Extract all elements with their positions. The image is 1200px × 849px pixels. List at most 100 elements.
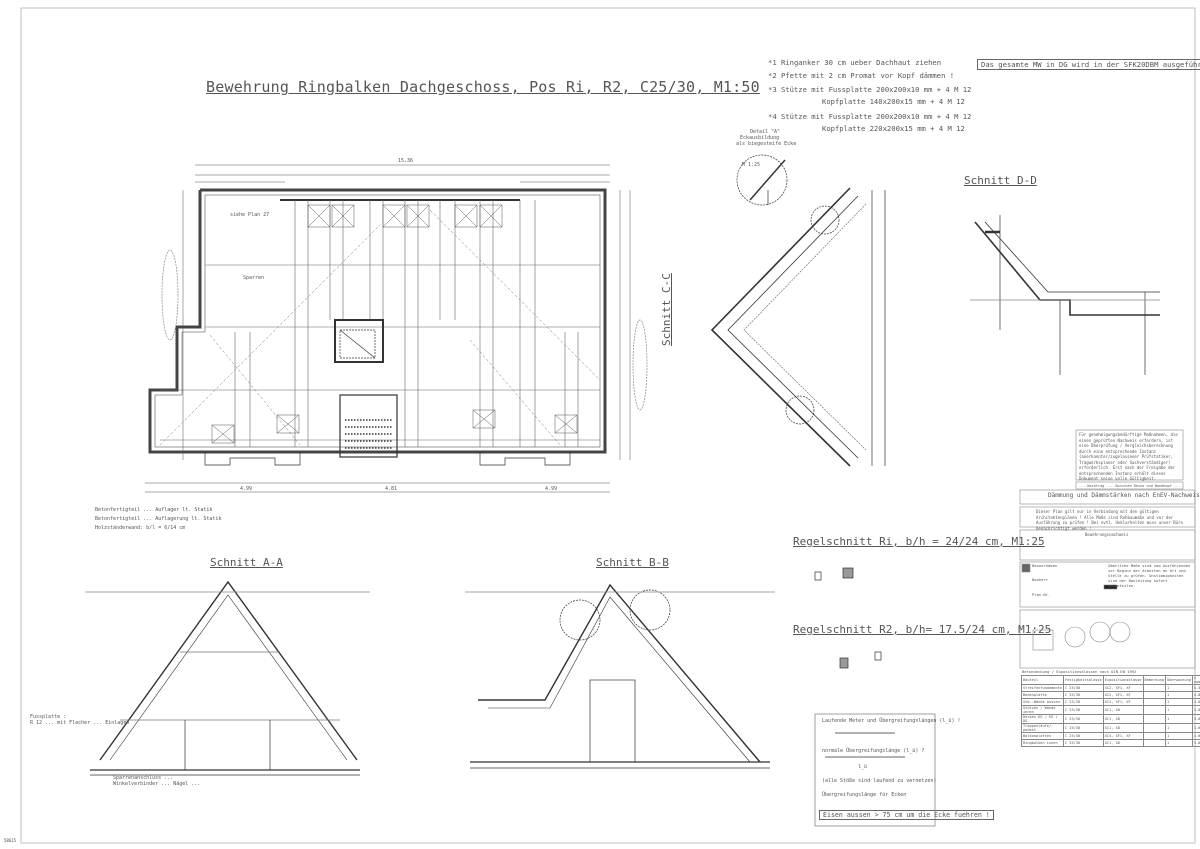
- table-cell: Stb.-Wände aussen: [1021, 698, 1064, 706]
- table-cell: 1: [1165, 691, 1193, 699]
- validity-note: Dieser Plan gilt nur in Verbindung mit d…: [1036, 509, 1183, 531]
- table-cell: Stützen / Wände innen: [1021, 705, 1064, 715]
- table-cell: Ringbalken innen: [1021, 739, 1064, 747]
- detail-a-scale: M 1:25: [742, 162, 761, 168]
- table-header-cell: Expositionsklasse: [1102, 675, 1144, 685]
- small-note: ... Nachtrag ... Zwischen Decke und Wand…: [1079, 484, 1181, 488]
- table-cell: [1142, 723, 1167, 733]
- table-cell: C 25/30: [1062, 705, 1104, 715]
- legend-item-2: Betonfertigteil ... Auflagerung lt. Stat…: [95, 516, 222, 522]
- dim-mid: 4.81: [385, 486, 398, 492]
- overall-dim: 15.36: [398, 158, 414, 164]
- section-bb-title: Schnitt B-B: [596, 556, 669, 569]
- title-block: [1019, 429, 1196, 669]
- table-cell: Balkonplatten: [1021, 732, 1064, 740]
- note-3b: Kopfplatte 140x200x15 mm + 4 M 12: [822, 97, 965, 106]
- regel-r2-title: Regelschnitt R2, b/h= 17.5/24 cm, M1:25: [793, 623, 1052, 636]
- table-cell: 3.0: [1191, 705, 1200, 715]
- note-4b: Kopfplatte 220x200x15 mm + 4 M 12: [822, 124, 965, 133]
- table-cell: 4.0: [1191, 732, 1200, 740]
- siehe-plan-label: siehe Plan 27: [230, 212, 270, 218]
- lap-line3: (alle Stöße sind laufend zu vernetzen): [822, 778, 937, 784]
- fussplatte-label: Fussplatte :: [30, 714, 67, 720]
- table-header-cell: Festigkeitsklasse: [1062, 675, 1104, 685]
- plan-no-label: Plan-Nr.: [1032, 592, 1051, 597]
- drawing-title: Bewehrung Ringbalken Dachgeschoss, Pos R…: [206, 78, 760, 96]
- table-cell: 3.0: [1191, 723, 1200, 733]
- regel-ri-title: Regelschnitt Ri, b/h = 24/24 cm, M1:25: [793, 535, 1045, 548]
- section-bb: [465, 583, 775, 769]
- table-header-cell: Überwachung: [1165, 675, 1193, 685]
- table-cell: 3.0: [1191, 714, 1200, 724]
- table-cell: Decken KG / EG / DG: [1021, 714, 1064, 724]
- table-cell: [1142, 684, 1167, 692]
- lap-line2: normale Übergreifungslänge (l_ü) ?: [822, 748, 925, 754]
- table-header-cell: Bauteil: [1021, 675, 1064, 685]
- lap-dim: l_ü: [858, 764, 868, 770]
- dim-right: 4.99: [545, 486, 558, 492]
- approval-text: Für genehmigungsbedürftige Maßnahmen, di…: [1079, 432, 1178, 481]
- regel-sections: [814, 567, 882, 669]
- checks-text: Sämtliche Maße sind vom Ausführenden vor…: [1108, 563, 1191, 588]
- legend-item-1: Betonfertigteil ... Auflager lt. Statik: [95, 507, 213, 513]
- table-cell: XC1, XD: [1102, 705, 1144, 715]
- table-cell: XC2, XF1, XF: [1102, 684, 1144, 692]
- reinforcement-note: Bewehrungsnachweis: [1085, 532, 1129, 537]
- detail-a-title: Detail "A": [749, 129, 781, 135]
- table-cell: C 25/30: [1062, 732, 1104, 740]
- client-label: Bauherr: [1032, 577, 1049, 582]
- detail-a-line2: Eckausbildung: [740, 135, 780, 141]
- note-1: *1 Ringanker 30 cm ueber Dachhaut ziehen: [768, 58, 942, 67]
- mw-note: Das gesamte MW in DG wird in der SFK20DB…: [977, 59, 1200, 70]
- table-cell: [1142, 705, 1167, 715]
- section-aa-title: Schnitt A-A: [210, 556, 283, 569]
- table-cell: [1142, 714, 1167, 724]
- table-header-cell: c nom: [1191, 675, 1200, 685]
- staircase: [339, 394, 398, 458]
- table-cell: [1142, 732, 1167, 740]
- sparren-anschluss-label2: Winkelverbinder ... Nägel ...: [113, 781, 201, 787]
- table-cell: XC1, XD: [1102, 739, 1144, 747]
- lap-line4: Übergreifungslänge für Ecken: [822, 792, 907, 798]
- section-cc: [710, 154, 886, 467]
- table-cell: XC1, XD: [1102, 714, 1144, 724]
- table-cell: 1: [1165, 705, 1193, 715]
- project-label: Bauvorhaben: [1032, 563, 1058, 568]
- table-cell: Treppenläufe/-podest: [1021, 723, 1064, 733]
- sheet-frame: [20, 7, 1196, 844]
- table-header-cell: Bemerkung: [1142, 675, 1167, 685]
- note-3: *3 Stütze mit Fussplatte 200x200x10 mm +…: [768, 85, 972, 94]
- table-cell: XC4, XF1, XF: [1102, 732, 1144, 740]
- table-cell: 1: [1165, 698, 1193, 706]
- table-cell: XC1, XD: [1102, 723, 1144, 733]
- table-cell: 3.0: [1191, 739, 1200, 747]
- section-dd: [970, 215, 1160, 375]
- dim-left: 4.99: [240, 486, 253, 492]
- stair-core: [334, 319, 384, 363]
- legend-item-3: Holzständerwand: b/l = 6/14 cm: [95, 525, 186, 531]
- sparren-label: Sparren: [243, 275, 265, 281]
- table-cell: 1: [1165, 732, 1193, 740]
- corner-code: 58615: [4, 838, 17, 843]
- note-2: *2 Pfette mit 2 cm Promat vor Kopf dämme…: [768, 71, 955, 80]
- table-cell: C 25/30: [1062, 691, 1104, 699]
- table-cell: 1: [1165, 714, 1193, 724]
- insulation-note: Dämmung und Dämmstärken nach EnEV-Nachwe…: [1048, 492, 1200, 499]
- note-4: *4 Stütze mit Fussplatte 200x200x10 mm +…: [768, 112, 972, 121]
- detail-a-line3: als biegesteife Ecke: [736, 141, 797, 147]
- table-cell: Bodenplatte: [1021, 691, 1064, 699]
- table-cell: XC2, XF1, XF: [1102, 691, 1144, 699]
- table-title: Betondeckung / Expositionsklassen nach D…: [1022, 669, 1137, 674]
- table-cell: C 25/30: [1062, 723, 1104, 733]
- table-cell: [1142, 698, 1167, 706]
